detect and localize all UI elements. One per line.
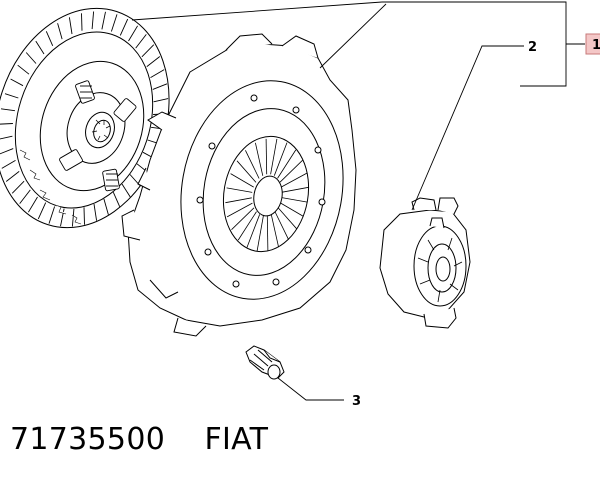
decor-stroke bbox=[128, 25, 138, 42]
decor-stroke bbox=[245, 150, 260, 179]
decor-stroke bbox=[246, 214, 261, 248]
decor-stroke bbox=[141, 44, 155, 58]
decor-stroke bbox=[17, 64, 30, 75]
decor-stroke bbox=[68, 17, 73, 35]
decor-stroke bbox=[150, 69, 165, 78]
decor-stroke bbox=[119, 18, 129, 36]
leader-lines bbox=[131, 1, 585, 401]
decor-stroke bbox=[112, 192, 121, 207]
decor-stroke bbox=[236, 160, 257, 183]
decor-stroke bbox=[35, 40, 45, 55]
decor-stroke bbox=[10, 78, 24, 87]
decor-stroke bbox=[0, 135, 13, 140]
decor-stroke bbox=[274, 211, 289, 240]
decor-stroke bbox=[152, 83, 168, 90]
decor-stroke bbox=[230, 173, 254, 188]
decor-stroke bbox=[37, 202, 47, 220]
decor-stroke bbox=[226, 202, 253, 218]
decor-stroke bbox=[281, 197, 308, 203]
decor-stroke bbox=[0, 123, 13, 125]
decor-stroke bbox=[81, 13, 83, 31]
decor-stroke bbox=[256, 215, 264, 252]
decor-stroke bbox=[231, 207, 255, 230]
decor-stroke bbox=[60, 208, 65, 227]
decor-stroke bbox=[270, 138, 278, 175]
decor-stroke bbox=[4, 93, 19, 99]
decor-stroke bbox=[266, 215, 269, 252]
friction-texture bbox=[19, 149, 82, 225]
decor-stroke bbox=[0, 148, 14, 155]
decor-stroke bbox=[93, 203, 98, 221]
decor-stroke bbox=[282, 186, 309, 193]
callout-1-label: 1 bbox=[592, 38, 600, 53]
hub-spline bbox=[91, 119, 111, 141]
decor-stroke bbox=[226, 187, 253, 193]
decor-stroke bbox=[277, 207, 298, 230]
decor-stroke bbox=[48, 206, 56, 224]
decor-stroke bbox=[0, 108, 15, 112]
decor-stroke bbox=[28, 196, 38, 213]
decor-stroke bbox=[1, 160, 16, 169]
decor-stroke bbox=[265, 138, 268, 175]
pressure-plate bbox=[121, 33, 357, 337]
decor-stroke bbox=[121, 183, 131, 198]
decor-stroke bbox=[270, 214, 279, 248]
part-caption: 71735500 FIAT bbox=[10, 422, 268, 457]
callout-2-label: 2 bbox=[528, 40, 537, 55]
decor-stroke bbox=[57, 23, 63, 40]
decor-stroke bbox=[45, 31, 54, 46]
decor-stroke bbox=[103, 198, 109, 215]
decor-stroke bbox=[279, 160, 303, 183]
decor-stroke bbox=[83, 207, 85, 225]
brand-name: FIAT bbox=[204, 422, 269, 457]
decor-stroke bbox=[5, 171, 20, 182]
decor-stroke bbox=[280, 202, 304, 217]
decor-stroke bbox=[237, 211, 257, 241]
decor-stroke bbox=[71, 208, 75, 227]
decor-stroke bbox=[273, 142, 288, 176]
decor-stroke bbox=[255, 142, 264, 176]
decor-stroke bbox=[281, 172, 308, 188]
bolt bbox=[245, 345, 285, 380]
part-number: 71735500 bbox=[10, 422, 166, 457]
decor-stroke bbox=[153, 98, 169, 103]
decor-stroke bbox=[91, 11, 95, 30]
decor-stroke bbox=[101, 11, 106, 30]
callout-1: 1 bbox=[585, 33, 600, 55]
decor-stroke bbox=[110, 14, 118, 32]
damper-springs bbox=[59, 80, 137, 192]
clutch-disc bbox=[0, 7, 170, 229]
friction-segments bbox=[0, 11, 169, 227]
rivet-holes bbox=[196, 94, 326, 288]
decor-stroke bbox=[11, 180, 25, 194]
bearing-ribs bbox=[417, 237, 463, 303]
decor-stroke bbox=[277, 149, 297, 179]
diaphragm-fingers bbox=[225, 138, 309, 252]
decor-stroke bbox=[25, 52, 37, 64]
decor-stroke bbox=[225, 197, 252, 204]
decor-stroke bbox=[146, 56, 161, 67]
decor-stroke bbox=[19, 189, 31, 204]
callout-3-label: 3 bbox=[352, 394, 361, 409]
decor-stroke bbox=[135, 34, 147, 49]
release-bearing bbox=[379, 197, 471, 329]
